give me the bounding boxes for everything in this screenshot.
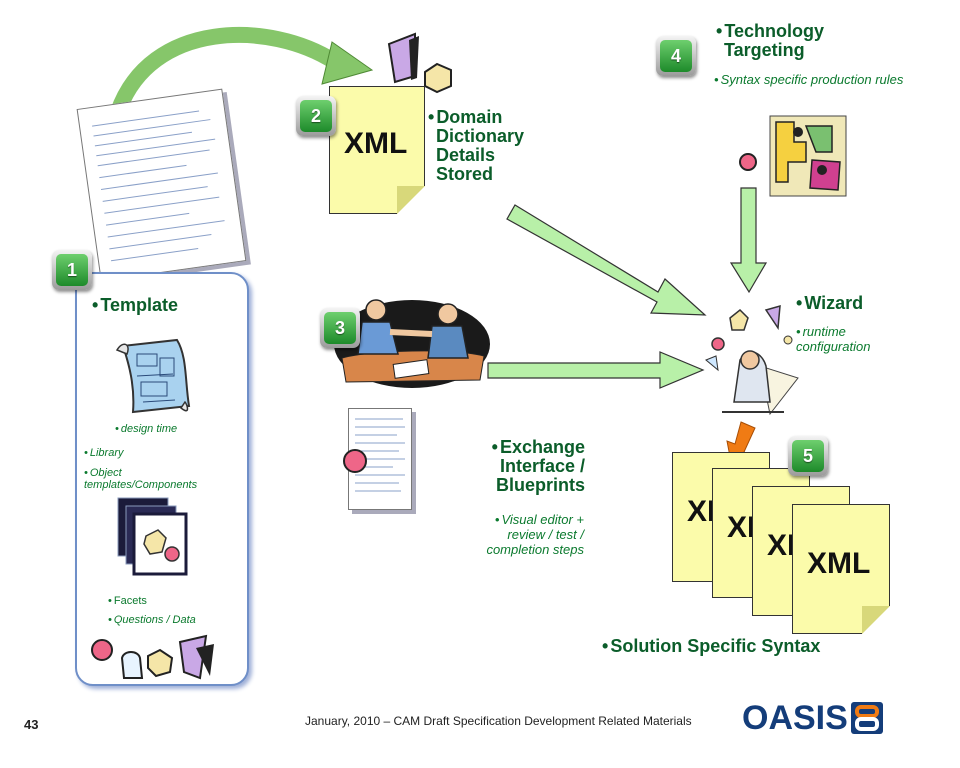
template-document-illustration bbox=[76, 88, 247, 282]
design-time-label: design time bbox=[115, 422, 177, 437]
arrow-technology-to-wizard bbox=[729, 187, 768, 294]
exchange-document-illustration bbox=[348, 408, 412, 510]
exchange-heading: Exchange Interface / Blueprints bbox=[440, 438, 585, 495]
wizard-subtext: runtime configuration bbox=[796, 324, 906, 354]
pink-dot-icon bbox=[343, 449, 367, 473]
components-stack-icon bbox=[117, 497, 188, 576]
step-badge-4: 4 bbox=[656, 36, 696, 76]
technology-puzzle-icon bbox=[739, 115, 847, 197]
footer-text: January, 2010 – CAM Draft Specification … bbox=[305, 714, 692, 728]
dictionary-shapes-icon bbox=[387, 32, 452, 94]
library-label: Library bbox=[84, 446, 124, 461]
facets-label: Facets bbox=[108, 594, 147, 609]
step-badge-5: 5 bbox=[788, 436, 828, 476]
step-badge-1: 1 bbox=[52, 250, 92, 290]
curved-arrow-head bbox=[321, 41, 374, 85]
xml-document-domain: XML bbox=[329, 86, 425, 214]
technology-subtext: Syntax specific production rules bbox=[714, 72, 929, 87]
curved-arrow bbox=[110, 26, 343, 120]
solution-heading: Solution Specific Syntax bbox=[602, 637, 820, 656]
wizard-icon bbox=[705, 304, 799, 416]
step-badge-2: 2 bbox=[296, 96, 336, 136]
technology-heading: Technology Targeting bbox=[716, 22, 824, 60]
wizard-heading: Wizard bbox=[796, 294, 863, 313]
step-badge-3: 3 bbox=[320, 308, 360, 348]
template-title: Template bbox=[92, 296, 178, 315]
page-number: 43 bbox=[24, 717, 39, 732]
arrow-domain-to-wizard bbox=[506, 204, 707, 316]
blueprint-scroll-icon bbox=[115, 338, 191, 414]
xml-document-label: XML bbox=[344, 127, 408, 160]
facets-shapes-icon bbox=[91, 634, 214, 680]
exchange-subtext: Visual editor + review / test / completi… bbox=[430, 512, 584, 557]
arrow-exchange-to-wizard bbox=[487, 351, 705, 389]
questions-label: Questions / Data bbox=[108, 613, 196, 628]
oasis-mark-icon bbox=[850, 702, 883, 734]
handshake-meeting-icon bbox=[334, 299, 490, 388]
object-templates-label: Object templates/Components bbox=[84, 467, 234, 491]
oasis-logo: OASIS bbox=[742, 699, 884, 737]
domain-dictionary-heading: Domain Dictionary Details Stored bbox=[428, 108, 524, 184]
xml-document-solution-4: XML bbox=[792, 504, 890, 634]
